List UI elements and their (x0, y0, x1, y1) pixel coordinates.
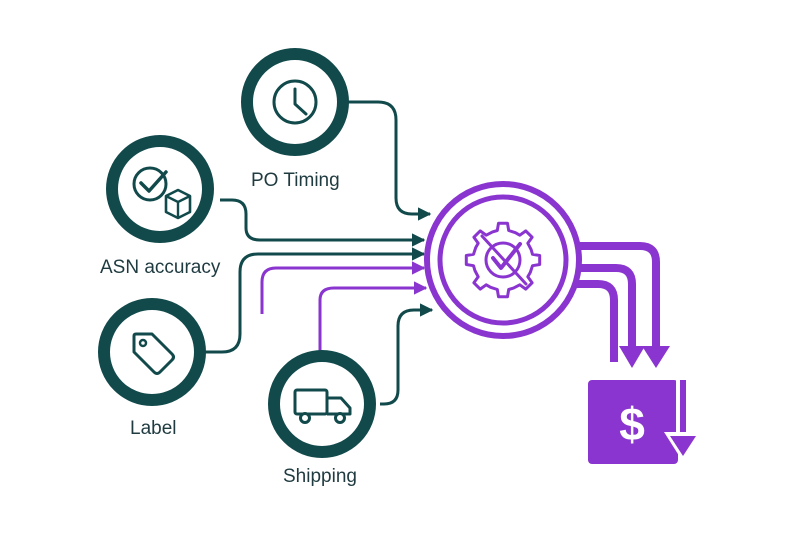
node-label (98, 298, 206, 406)
output-bands (574, 242, 670, 368)
clock-icon (272, 79, 318, 125)
node-shipping (268, 350, 376, 458)
dollar-down-icon: $ (619, 380, 702, 462)
node-asn-accuracy (106, 135, 214, 243)
node-po-timing (241, 48, 349, 156)
dollar-glyph: $ (619, 398, 645, 450)
connector-label (196, 247, 426, 354)
connector-shipping-secondary (318, 281, 428, 354)
connector-label-secondary (260, 261, 426, 314)
node-label-label: Label (130, 418, 177, 439)
truck-icon (293, 388, 352, 424)
check-box-icon (132, 166, 192, 220)
outcome-dollar-down: $ (588, 380, 702, 464)
tag-icon (132, 332, 175, 375)
connector-po-timing (332, 100, 432, 221)
connector-asn-accuracy (220, 198, 426, 247)
gear-check-icon (464, 221, 542, 299)
connector-shipping (380, 303, 434, 406)
node-label-shipping: Shipping (283, 466, 357, 487)
hub-process (424, 181, 582, 339)
node-label-po-timing: PO Timing (251, 170, 340, 191)
node-label-asn-accuracy: ASN accuracy (100, 257, 221, 278)
